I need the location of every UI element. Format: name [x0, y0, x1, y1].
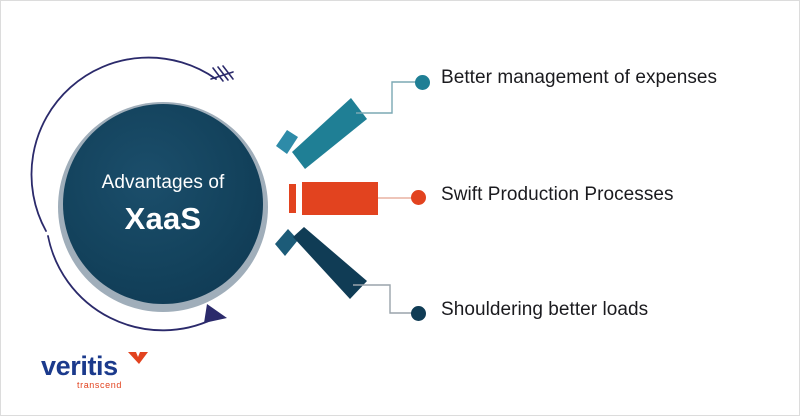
item-label-0: Better management of expenses: [441, 67, 718, 88]
arrow-head-triangle-icon: [204, 304, 227, 323]
circle-title-line-2: XaaS: [124, 200, 202, 236]
veritis-logo[interactable]: veritis transcend: [41, 351, 161, 399]
bullet-item-1: [411, 190, 426, 205]
bullet-item-0: [415, 75, 430, 90]
item-label-1: Swift Production Processes: [441, 184, 674, 205]
ribbon-cap-item-2: [275, 229, 298, 256]
ribbon-bar-item-0: [292, 98, 367, 169]
bullet-item-2: [411, 306, 426, 321]
ribbon-item-2[interactable]: [275, 227, 367, 299]
connector-item-2: [353, 284, 413, 314]
ribbon-bar-item-2: [293, 227, 367, 299]
arrow-head-feather-icon: [210, 65, 234, 82]
ribbon-item-1[interactable]: [289, 182, 378, 215]
ribbon-cap-item-0: [276, 130, 298, 154]
logo-swoosh-icon: [128, 352, 148, 364]
ribbon-item-0[interactable]: [276, 98, 367, 169]
ribbon-cap-item-1: [289, 184, 296, 213]
circle-title-line-1: Advantages of: [101, 171, 225, 193]
logo-tagline: transcend: [77, 380, 122, 390]
arc-arrow-bottom: [47, 235, 214, 332]
logo-wordmark: veritis: [41, 351, 118, 381]
arc-arrow-top: [30, 56, 217, 232]
ribbon-bar-item-1: [302, 182, 378, 215]
item-label-2: Shouldering better loads: [441, 299, 649, 320]
central-circle: Advantages of XaaS: [63, 104, 263, 304]
connector-item-0: [356, 81, 417, 114]
